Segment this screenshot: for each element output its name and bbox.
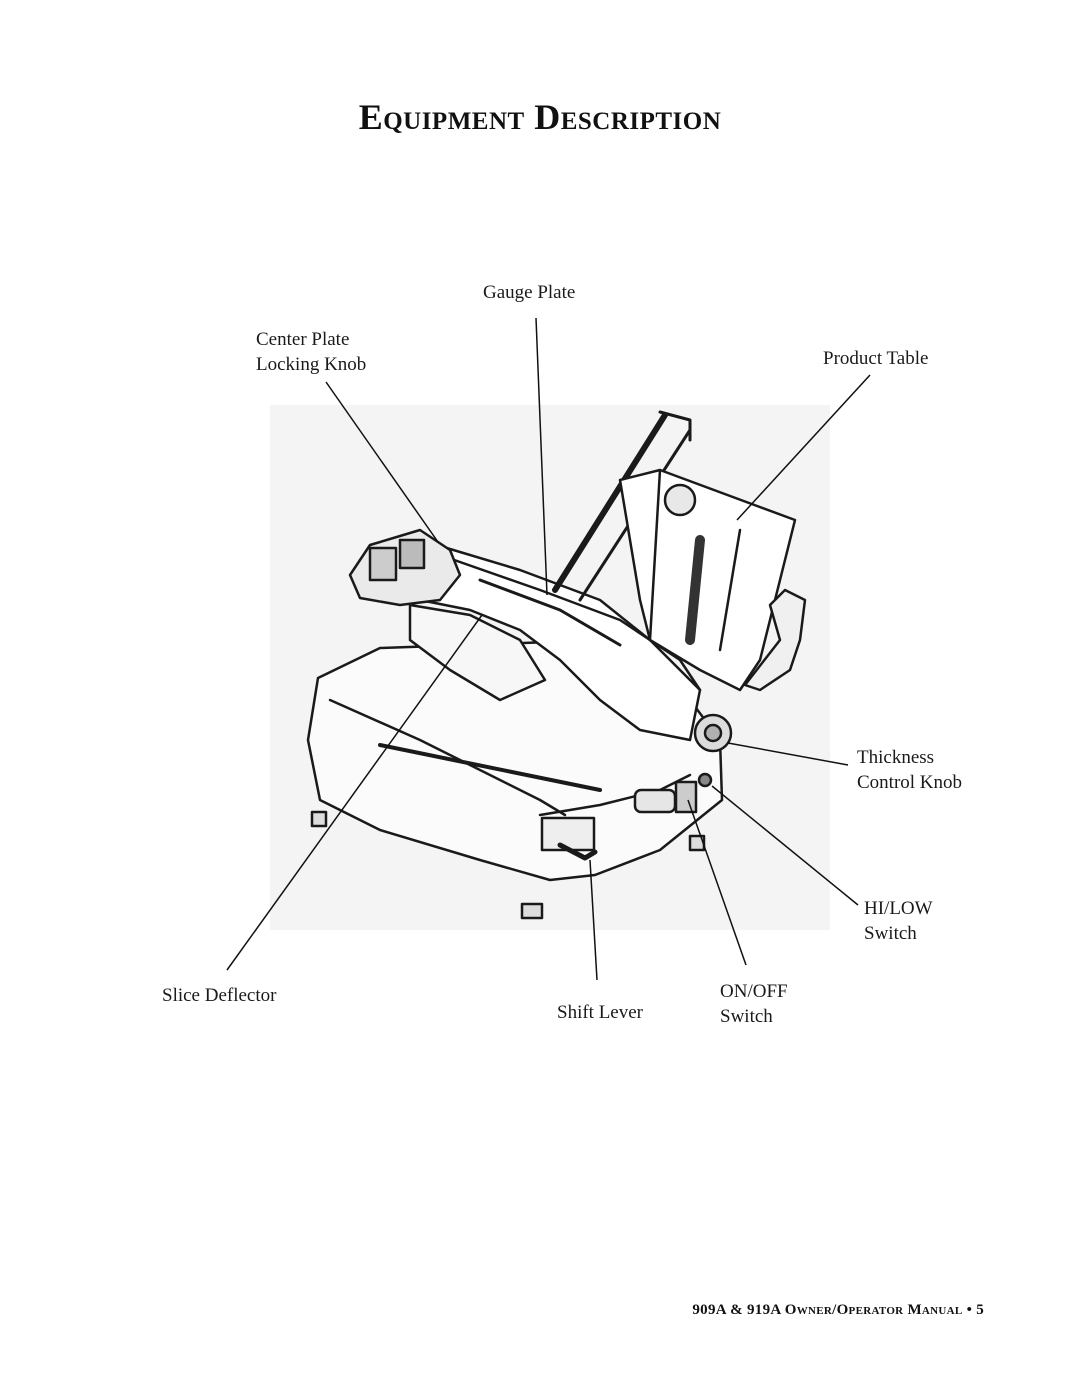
shift-lever-plate <box>540 816 596 852</box>
leader-onoff <box>687 799 747 966</box>
foot <box>520 902 544 920</box>
label-center-plate-line2: Locking Knob <box>256 354 367 375</box>
leader-hilow <box>711 785 859 906</box>
foot <box>688 834 706 852</box>
label-hilow-line2: Switch <box>864 923 917 944</box>
leader-gauge-plate <box>535 317 548 596</box>
label-shift-lever: Shift Lever <box>557 1000 643 1025</box>
label-hilow-switch: HI/LOW Switch <box>864 896 933 946</box>
label-slice-deflector-text: Slice Deflector <box>162 985 277 1006</box>
carriage-rod <box>552 412 668 593</box>
switch-panel <box>633 788 677 814</box>
leader-product-table <box>736 374 871 521</box>
label-product-table-text: Product Table <box>823 348 929 369</box>
leader-shift-lever <box>589 859 598 981</box>
label-hilow-line1: HI/LOW <box>864 898 933 919</box>
leader-lines <box>226 317 871 981</box>
label-onoff-line2: Switch <box>720 1006 773 1027</box>
hilow-switch-part <box>697 772 713 788</box>
label-shift-lever-text: Shift Lever <box>557 1002 644 1023</box>
slicer-drawing <box>306 410 807 920</box>
label-thickness-line2: Control Knob <box>857 772 963 793</box>
pusher-arm <box>743 588 807 692</box>
label-center-plate-locking-knob: Center Plate Locking Knob <box>256 327 366 377</box>
label-onoff-switch: ON/OFF Switch <box>720 979 788 1029</box>
table-knob <box>663 483 697 517</box>
page-footer: 909A & 919A Owner/Operator Manual • 5 <box>692 1302 984 1318</box>
label-thickness-line1: Thickness <box>857 747 935 768</box>
label-onoff-line1: ON/OFF <box>720 981 788 1002</box>
leader-center-plate <box>325 381 439 543</box>
label-thickness-control-knob: Thickness Control Knob <box>857 745 962 795</box>
label-gauge-plate: Gauge Plate <box>483 280 575 305</box>
label-center-plate-line1: Center Plate <box>256 329 350 350</box>
product-table-part <box>618 468 797 692</box>
page-title: Equipment Description <box>358 97 722 137</box>
leader-thickness <box>727 742 849 766</box>
leader-slice-deflector <box>226 614 483 971</box>
foot <box>310 810 328 828</box>
label-gauge-plate-text: Gauge Plate <box>483 282 576 303</box>
label-slice-deflector: Slice Deflector <box>162 983 276 1008</box>
center-plate <box>438 553 702 692</box>
label-product-table: Product Table <box>823 346 928 371</box>
